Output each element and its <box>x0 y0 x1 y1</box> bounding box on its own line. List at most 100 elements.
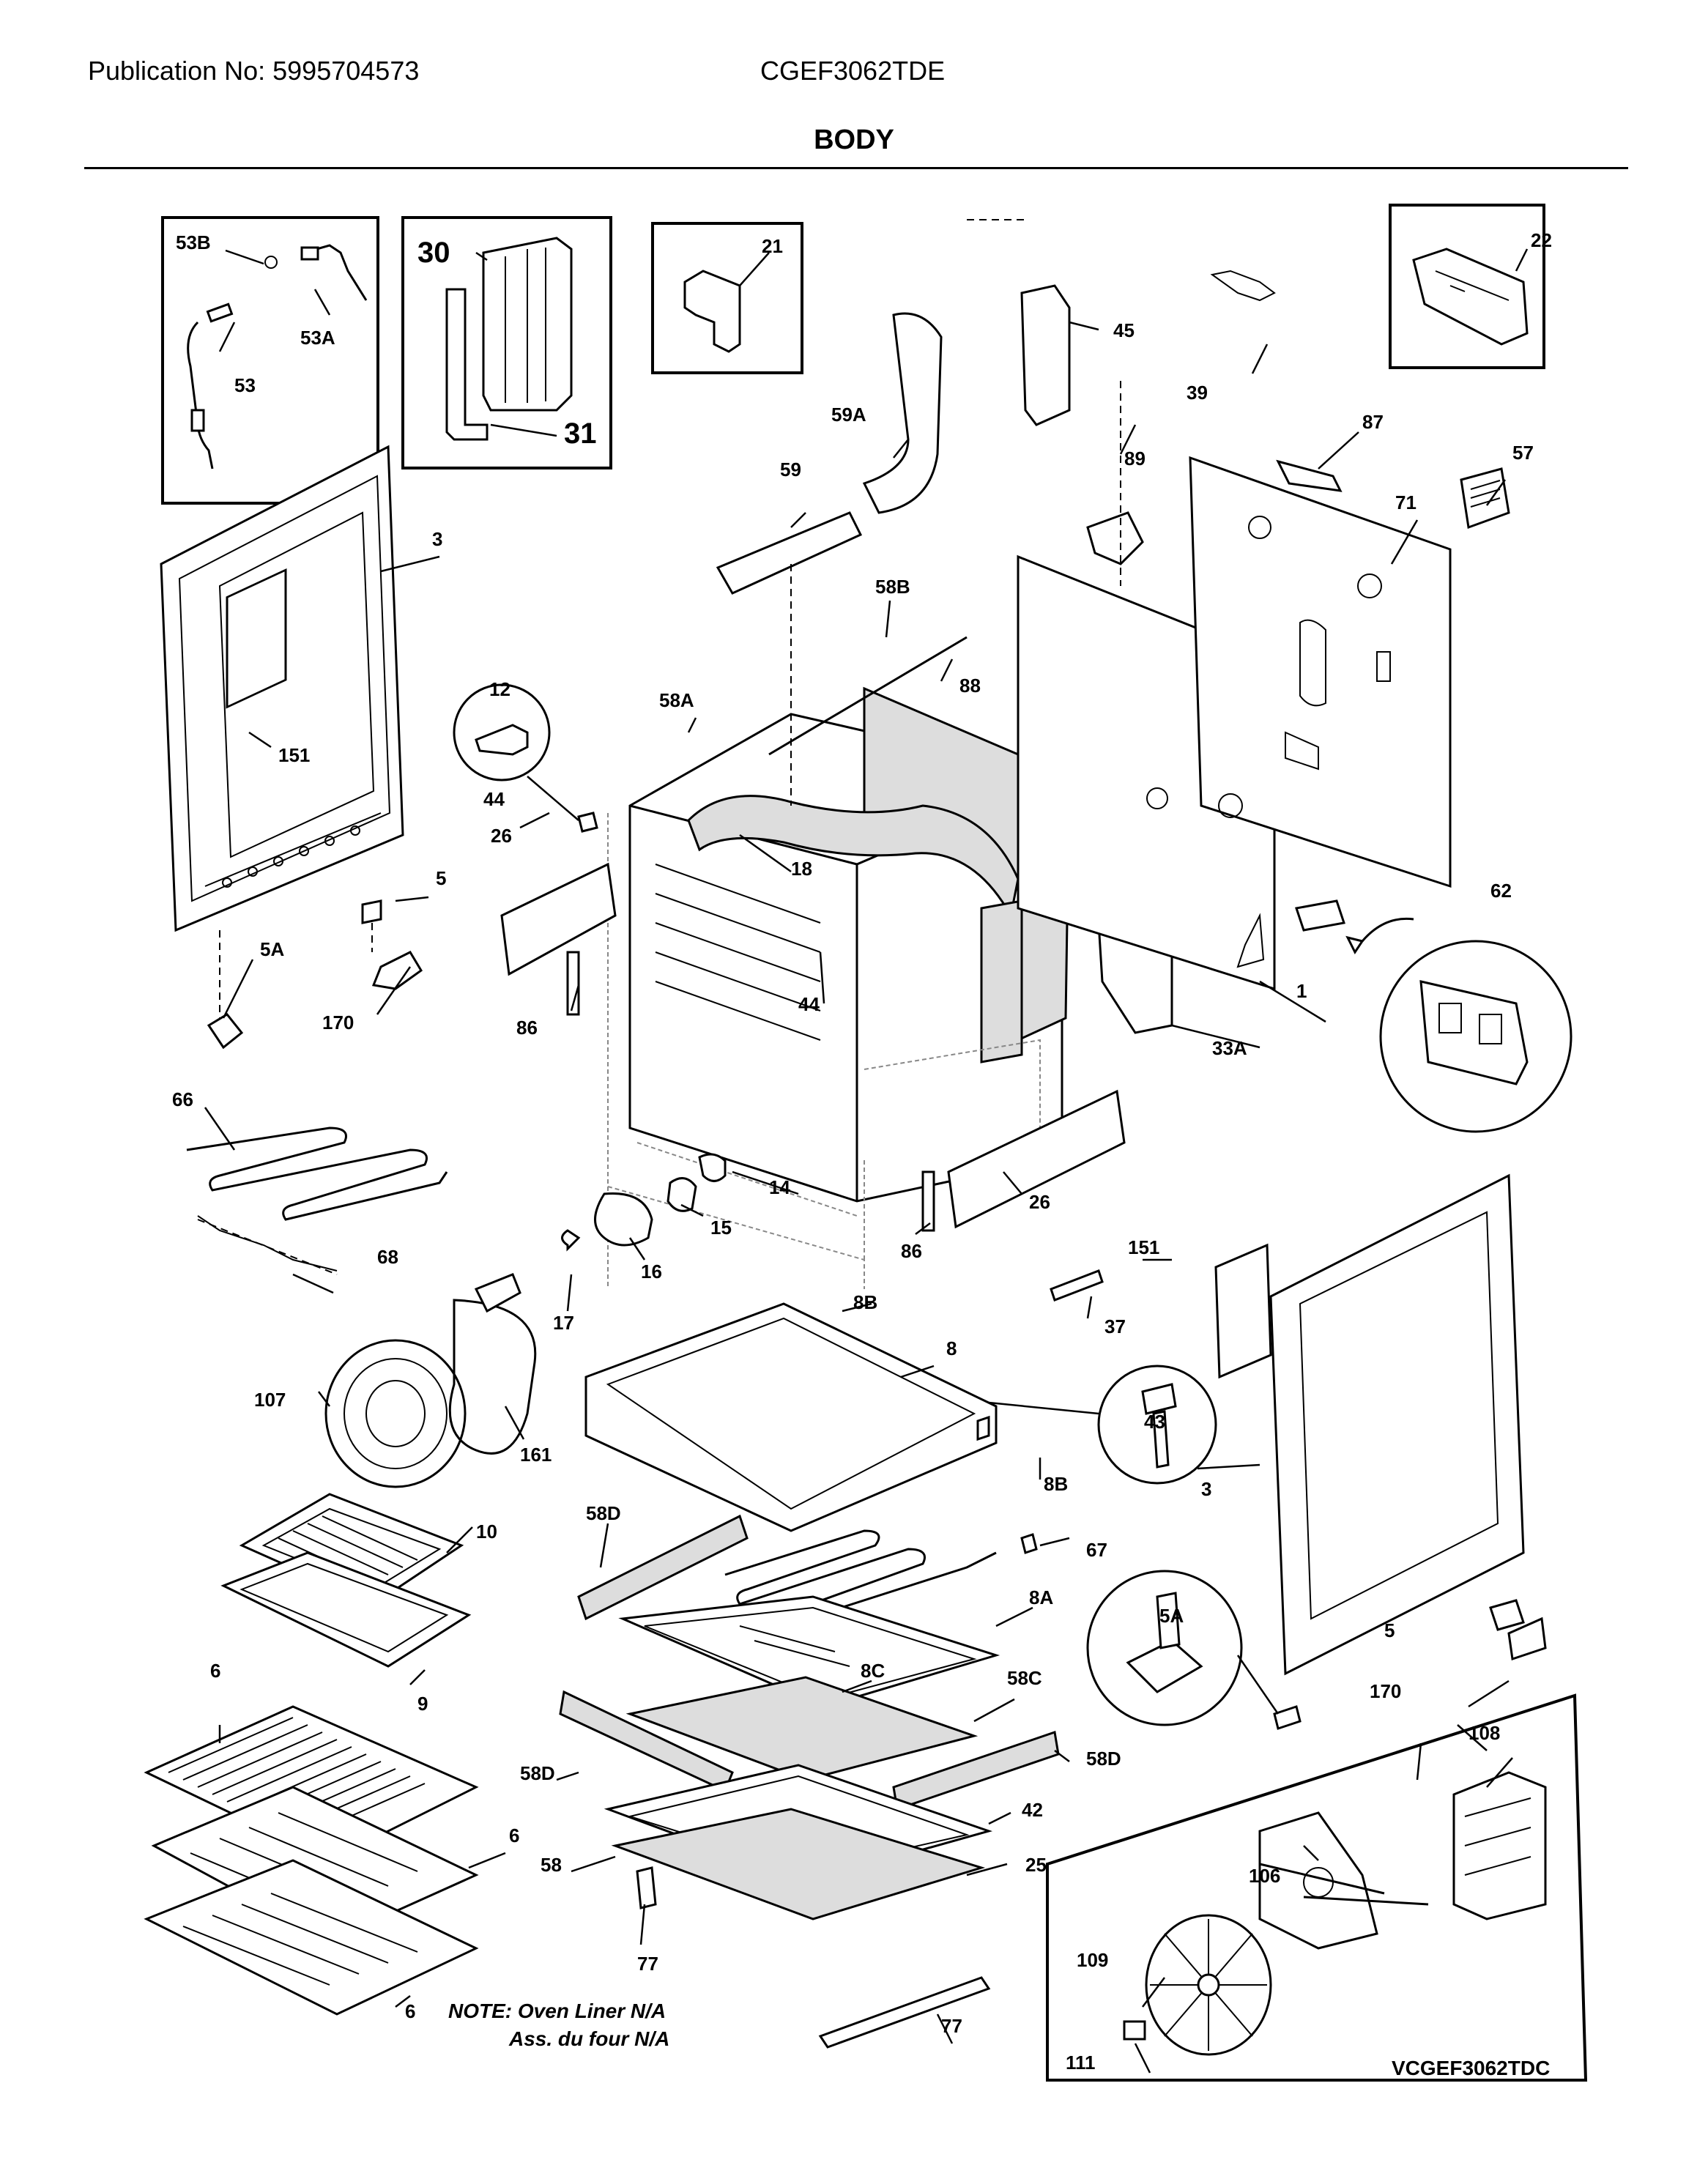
note-line-1: NOTE: Oven Liner N/A <box>448 2000 666 2022</box>
label-22: 22 <box>1531 229 1552 251</box>
label-77-right: 77 <box>941 2015 962 2037</box>
small-back-parts <box>1086 459 1510 565</box>
label-15: 15 <box>710 1217 732 1239</box>
label-6-top: 6 <box>210 1660 220 1682</box>
label-87: 87 <box>1362 411 1384 433</box>
label-39: 39 <box>1187 382 1208 404</box>
door-panel-right <box>1050 1173 1525 1676</box>
label-57: 57 <box>1512 442 1534 464</box>
inset-convection-fan <box>1046 1693 1588 2082</box>
broil-pan <box>584 1302 998 1532</box>
label-6-mid: 6 <box>509 1825 519 1846</box>
label-86-left: 86 <box>516 1017 538 1039</box>
hinge-assembly-left <box>207 899 423 1050</box>
zoom-circle-5A <box>1086 1570 1547 1730</box>
terminal-block-zoom <box>1295 899 1573 1133</box>
door-panel-left <box>160 445 404 932</box>
header-rule <box>84 167 1628 169</box>
label-5A-right: 5A <box>1159 1605 1184 1627</box>
label-111: 111 <box>1066 2052 1096 2074</box>
inset-part-22-box <box>1389 204 1545 369</box>
label-21: 21 <box>762 235 783 257</box>
label-77-left: 77 <box>637 1953 658 1975</box>
label-108: 108 <box>1468 1722 1500 1744</box>
section-title: BODY <box>814 125 894 155</box>
label-5-left: 5 <box>436 867 446 889</box>
label-37: 37 <box>1104 1315 1126 1337</box>
label-88: 88 <box>959 675 981 697</box>
label-106: 106 <box>1249 1865 1280 1887</box>
label-25: 25 <box>1025 1854 1047 1876</box>
label-44-mid: 44 <box>798 993 820 1015</box>
label-42: 42 <box>1022 1799 1043 1821</box>
label-8B-top: 8B <box>853 1291 877 1313</box>
zoom-circle-43 <box>988 1365 1217 1485</box>
label-5-right: 5 <box>1384 1619 1395 1641</box>
label-44-top: 44 <box>483 788 505 810</box>
label-67: 67 <box>1086 1539 1107 1561</box>
label-58D-left: 58D <box>520 1762 555 1784</box>
label-109: 109 <box>1077 1949 1108 1971</box>
label-53A: 53A <box>300 327 335 349</box>
label-59: 59 <box>780 459 801 480</box>
callout-labels: 53B 53A 53 30 31 21 22 45 39 59A 59 89 8… <box>172 229 1552 2074</box>
label-30: 30 <box>417 237 450 269</box>
drawer-assembly <box>618 1595 1000 1781</box>
label-45: 45 <box>1113 319 1135 341</box>
label-1: 1 <box>1296 980 1307 1002</box>
bottom-panels <box>604 1764 993 2049</box>
label-58B: 58B <box>875 576 910 598</box>
broiler-parts <box>220 1493 472 1668</box>
label-59A: 59A <box>831 404 866 426</box>
label-18: 18 <box>791 858 812 880</box>
label-58C: 58C <box>1007 1667 1042 1689</box>
label-5A-left: 5A <box>260 938 284 960</box>
label-58: 58 <box>541 1854 562 1876</box>
inset-sensor-box <box>161 216 379 505</box>
label-53: 53 <box>234 374 256 396</box>
label-151-left: 151 <box>278 744 310 766</box>
label-26-top: 26 <box>491 825 512 847</box>
oven-racks <box>144 1705 479 2016</box>
control-brackets <box>716 219 1276 806</box>
label-12: 12 <box>489 678 510 700</box>
diagram-code: VCGEF3062TDC <box>1392 2057 1550 2079</box>
note-line-2: Ass. du four N/A <box>508 2027 669 2050</box>
label-33A: 33A <box>1212 1037 1247 1059</box>
label-68: 68 <box>377 1246 398 1268</box>
wire-probe-88 <box>768 636 968 756</box>
convection-cover <box>324 1273 537 1488</box>
label-170-left: 170 <box>322 1011 354 1033</box>
label-89: 89 <box>1124 448 1146 469</box>
label-58D-top: 58D <box>586 1502 621 1524</box>
label-53B: 53B <box>176 231 211 253</box>
label-26-bottom: 26 <box>1029 1191 1050 1213</box>
label-170-right: 170 <box>1370 1680 1401 1702</box>
label-43: 43 <box>1144 1411 1165 1433</box>
oven-light <box>561 1153 727 1252</box>
label-31: 31 <box>564 417 597 450</box>
insulation-blocks <box>559 1514 1060 1811</box>
inset-part-21-box <box>651 222 803 374</box>
leader-lines <box>204 248 1529 2074</box>
zoom-circle-12 <box>453 683 598 833</box>
label-17: 17 <box>553 1312 574 1334</box>
label-58A: 58A <box>659 689 694 711</box>
back-panel <box>1017 456 1452 991</box>
label-8A: 8A <box>1029 1586 1053 1608</box>
label-9: 9 <box>417 1693 428 1715</box>
model-number: CGEF3062TDE <box>760 56 946 86</box>
label-62: 62 <box>1490 880 1512 902</box>
label-3-right: 3 <box>1201 1478 1211 1500</box>
label-6-bottom: 6 <box>405 2000 415 2022</box>
label-10: 10 <box>476 1521 497 1543</box>
label-66: 66 <box>172 1088 193 1110</box>
label-8B-bottom: 8B <box>1044 1473 1068 1495</box>
label-3-left: 3 <box>432 528 442 550</box>
inset-door-handle-box <box>401 216 612 469</box>
label-86-right: 86 <box>901 1240 922 1262</box>
label-58D-right: 58D <box>1086 1748 1121 1770</box>
label-107: 107 <box>254 1389 286 1411</box>
publication-number: Publication No: 5995704573 <box>88 56 420 86</box>
